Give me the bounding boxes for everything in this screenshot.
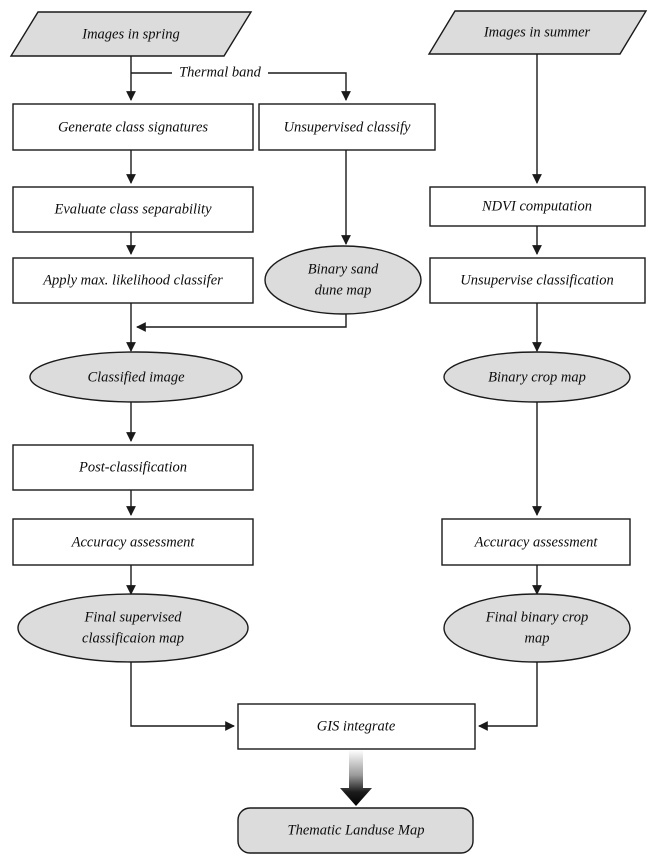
node-binary-sand-dune-map-label-line2: dune map bbox=[315, 282, 372, 298]
node-classified-image[interactable]: Classified image bbox=[29, 351, 243, 403]
node-binary-sand-dune-map-label-line1: Binary sand bbox=[308, 261, 379, 277]
node-apply-max-likelihood-classifier-label: Apply max. likelihood classifer bbox=[42, 272, 223, 288]
node-unsupervise-classification[interactable]: Unsupervise classification bbox=[429, 257, 646, 304]
node-accuracy-assessment-left-label: Accuracy assessment bbox=[71, 534, 196, 550]
node-final-binary-crop-map-label-line1: Final binary crop bbox=[485, 609, 589, 625]
edge-label-thermal-band: Thermal band bbox=[172, 64, 268, 82]
node-accuracy-assessment-right[interactable]: Accuracy assessment bbox=[441, 518, 631, 566]
node-classified-image-label: Classified image bbox=[87, 369, 185, 385]
node-unsupervise-classification-label: Unsupervise classification bbox=[460, 272, 613, 288]
node-unsupervised-classify[interactable]: Unsupervised classify bbox=[258, 103, 436, 151]
node-thematic-landuse-map-label: Thematic Landuse Map bbox=[288, 822, 425, 838]
node-binary-sand-dune-map[interactable]: Binary sand dune map bbox=[264, 245, 422, 315]
node-images-in-summer-label: Images in summer bbox=[483, 24, 591, 40]
node-ndvi-computation-label: NDVI computation bbox=[481, 198, 592, 214]
node-binary-crop-map-label: Binary crop map bbox=[488, 369, 586, 385]
node-images-in-summer[interactable]: Images in summer bbox=[427, 10, 648, 55]
edge-final-supervised-to-gis-integrate bbox=[130, 661, 235, 731]
node-accuracy-assessment-right-label: Accuracy assessment bbox=[474, 534, 599, 550]
node-unsupervised-classify-label: Unsupervised classify bbox=[284, 119, 411, 135]
node-gis-integrate-label: GIS integrate bbox=[317, 718, 396, 734]
node-accuracy-assessment-left[interactable]: Accuracy assessment bbox=[12, 518, 254, 566]
node-images-in-spring[interactable]: Images in spring bbox=[9, 11, 253, 57]
node-binary-crop-map[interactable]: Binary crop map bbox=[443, 351, 631, 403]
edge-label-thermal-band-text: Thermal band bbox=[179, 64, 262, 80]
node-gis-integrate[interactable]: GIS integrate bbox=[237, 703, 476, 750]
node-generate-class-signatures-label: Generate class signatures bbox=[58, 119, 208, 135]
node-post-classification[interactable]: Post-classification bbox=[12, 444, 254, 491]
node-ndvi-computation[interactable]: NDVI computation bbox=[429, 186, 646, 227]
node-final-binary-crop-map[interactable]: Final binary crop map bbox=[443, 593, 631, 663]
node-final-binary-crop-map-label-line2: map bbox=[525, 630, 550, 646]
node-final-supervised-classification-map-label-line2: classificaion map bbox=[82, 630, 184, 646]
node-evaluate-class-separability-label: Evaluate class separability bbox=[53, 201, 212, 217]
node-evaluate-class-separability[interactable]: Evaluate class separability bbox=[12, 186, 254, 233]
node-final-supervised-classification-map-label-line1: Final supervised bbox=[83, 609, 182, 625]
edge-final-binary-crop-to-gis-integrate bbox=[478, 661, 538, 731]
edge-binary-sand-to-classified-image bbox=[136, 312, 347, 332]
node-images-in-spring-label: Images in spring bbox=[81, 26, 179, 42]
node-post-classification-label: Post-classification bbox=[78, 459, 187, 475]
node-generate-class-signatures[interactable]: Generate class signatures bbox=[12, 103, 254, 151]
node-thematic-landuse-map[interactable]: Thematic Landuse Map bbox=[237, 807, 474, 854]
node-final-supervised-classification-map[interactable]: Final supervised classificaion map bbox=[17, 593, 249, 663]
edge-gis-integrate-to-thematic-map bbox=[340, 750, 372, 806]
node-apply-max-likelihood-classifier[interactable]: Apply max. likelihood classifer bbox=[12, 257, 254, 304]
